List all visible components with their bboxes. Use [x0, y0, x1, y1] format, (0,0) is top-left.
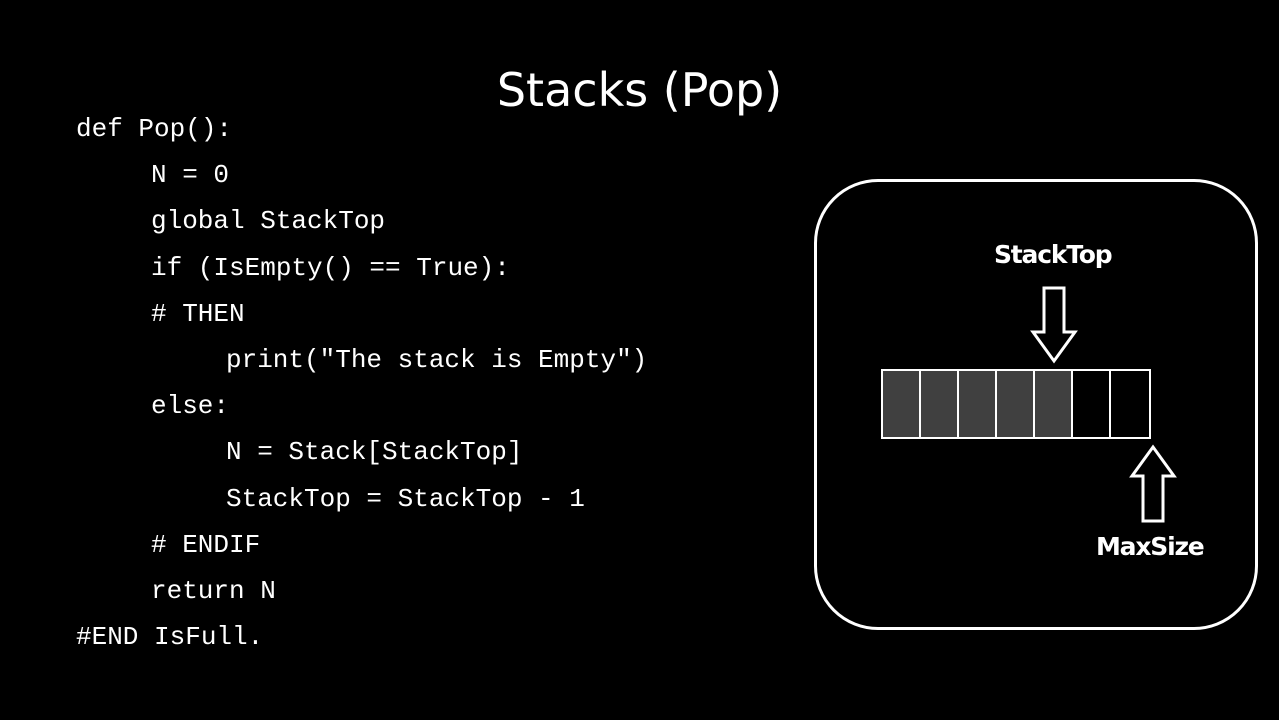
code-line: global StackTop [151, 206, 386, 237]
code-line: print("The stack is Empty") [226, 344, 648, 375]
code-line: return N [151, 575, 276, 606]
code-block: def Pop(): N = 0 global StackTop if (IsE… [76, 106, 647, 660]
code-line: StackTop = StackTop - 1 [226, 483, 585, 514]
code-line: # ENDIF [151, 529, 261, 560]
down-arrow-icon [1030, 286, 1078, 364]
slide-title: Stacks (Pop) [496, 63, 783, 117]
code-line: if (IsEmpty() == True): [151, 252, 510, 283]
code-line: def Pop(): [76, 114, 233, 144]
stack-cell-filled [1035, 371, 1073, 437]
stacktop-label: StackTop [994, 240, 1113, 269]
diagram-frame [814, 179, 1258, 630]
code-line: #END IsFull. [76, 622, 264, 653]
stack-array [881, 369, 1151, 439]
code-line: N = 0 [151, 160, 230, 191]
up-arrow-icon [1129, 444, 1177, 523]
code-line: else: [151, 391, 230, 422]
stack-cell-empty [1111, 371, 1149, 437]
stack-cell-filled [959, 371, 997, 437]
stack-cell-empty [1073, 371, 1111, 437]
code-line: # THEN [151, 298, 245, 329]
stack-cell-filled [883, 371, 921, 437]
maxsize-label: MaxSize [1096, 532, 1205, 561]
stack-cell-filled [921, 371, 959, 437]
stack-cell-filled [997, 371, 1035, 437]
code-line: N = Stack[StackTop] [226, 437, 523, 468]
